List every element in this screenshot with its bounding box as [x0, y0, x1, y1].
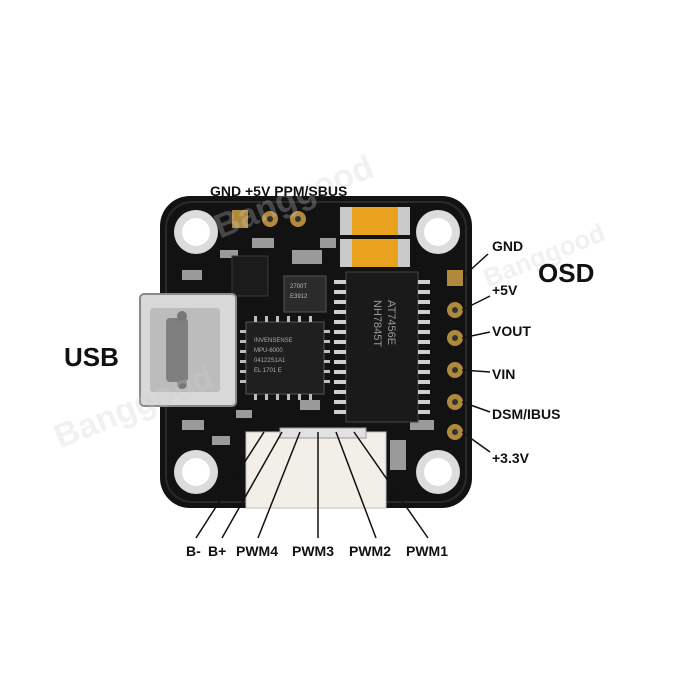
osd-chip-pin	[334, 310, 346, 314]
pin-label-b-minus: B-	[186, 543, 201, 559]
mpu-chip-pin	[240, 370, 246, 373]
mpu-text-2: MPU-6000	[254, 348, 283, 354]
mpu-chip-pin	[240, 330, 246, 333]
mpu-chip-pin	[265, 316, 268, 322]
bottom-connector	[245, 427, 387, 509]
osd-chip-pin	[418, 300, 430, 304]
pin-label-3v3: +3.3V	[492, 450, 529, 466]
mpu-text-1: INVENSENSE	[254, 338, 293, 344]
mpu-chip-pin	[309, 316, 312, 322]
mpu-chip-pin	[298, 394, 301, 400]
pin-label-pwm4: PWM4	[236, 543, 278, 559]
regulator-chip	[283, 275, 327, 313]
pin-label-dsm-ibus: DSM/IBUS	[492, 406, 561, 422]
mpu-chip-pin	[324, 350, 330, 353]
osd-chip-pin	[418, 350, 430, 354]
mpu-chip-pin	[240, 380, 246, 383]
osd-chip-pin	[334, 410, 346, 414]
mpu-chip-pin	[324, 360, 330, 363]
mpu-chip-pin	[324, 370, 330, 373]
mpu-chip-pin	[309, 394, 312, 400]
mpu-chip-pin	[240, 360, 246, 363]
osd-chip-pin	[418, 330, 430, 334]
reg-text-2: E3912	[290, 294, 308, 300]
usb-connector	[139, 293, 237, 407]
pin-label-vin: VIN	[492, 366, 516, 382]
mpu-chip-pin	[298, 316, 301, 322]
osd-chip-pin	[334, 380, 346, 384]
osd-chip-pin	[418, 320, 430, 324]
osd-chip-pin	[418, 280, 430, 284]
osd-chip-pin	[334, 360, 346, 364]
osd-chip-pin	[418, 380, 430, 384]
osd-label: OSD	[538, 258, 595, 288]
mpu-chip-pin	[276, 394, 279, 400]
pin-label-vout: VOUT	[492, 323, 531, 339]
osd-chip-pin	[334, 390, 346, 394]
usb-label: USB	[64, 342, 119, 372]
mpu-chip-pin	[254, 316, 257, 322]
osd-chip-pin	[418, 370, 430, 374]
mpu-chip-pin	[240, 350, 246, 353]
pin-label-pwm3: PWM3	[292, 543, 334, 559]
mpu-chip-pin	[287, 316, 290, 322]
tantalum-capacitors	[340, 207, 410, 267]
mpu-chip	[245, 321, 325, 395]
pin-label-pwm2: PWM2	[349, 543, 391, 559]
pin-label-5v: +5V	[492, 282, 518, 298]
mpu-chip-pin	[276, 316, 279, 322]
osd-leader-lines	[461, 253, 491, 453]
osd-chip-pin	[334, 330, 346, 334]
osd-chip-pin	[334, 280, 346, 284]
mpu-chip-pin	[324, 340, 330, 343]
top-pads	[232, 210, 306, 228]
smd-components	[182, 238, 434, 470]
osd-chip-pin	[334, 290, 346, 294]
osd-chip-pin	[418, 340, 430, 344]
osd-chip-pin	[334, 400, 346, 404]
osd-chip	[345, 271, 419, 423]
pin-label-gnd: GND	[492, 238, 524, 254]
osd-chip-pin	[418, 360, 430, 364]
osd-chip-pin	[334, 350, 346, 354]
mpu-chip-pin	[254, 394, 257, 400]
osd-chip-pin	[418, 410, 430, 414]
mpu-text-3: 04122S1A1	[254, 358, 286, 364]
osd-chip-pin	[418, 310, 430, 314]
mpu-chip-pin	[324, 380, 330, 383]
osd-pads	[447, 270, 463, 440]
osd-chip-pin	[334, 300, 346, 304]
osd-chip-pin	[418, 290, 430, 294]
mpu-chip-pin	[324, 330, 330, 333]
osd-chip-pin	[334, 340, 346, 344]
mounting-holes	[174, 210, 460, 494]
osd-chip-text-1: AT7456E	[385, 300, 397, 345]
reg-text-1: 2700T	[290, 284, 307, 290]
mpu-chip-pin	[287, 394, 290, 400]
top-pin-label: GND +5V PPM/SBUS	[210, 183, 348, 199]
osd-chip-pin	[418, 390, 430, 394]
osd-chip-pin	[334, 320, 346, 324]
bottom-leader-lines	[195, 431, 429, 539]
osd-chip-pin	[418, 400, 430, 404]
pin-label-pwm1: PWM1	[406, 543, 448, 559]
osd-chip-pin	[334, 370, 346, 374]
pin-label-b-plus: B+	[208, 543, 227, 559]
osd-chip-text-2: NH7845T	[371, 300, 383, 347]
mpu-chip-pin	[240, 340, 246, 343]
mpu-chip-pin	[265, 394, 268, 400]
mpu-text-4: EL 1701 E	[254, 368, 282, 374]
